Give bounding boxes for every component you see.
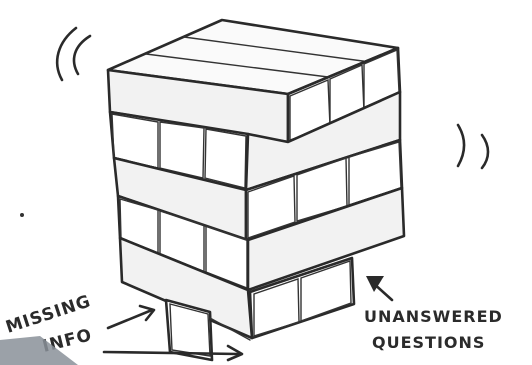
unanswered-questions-label-line1: UNANSWERED [364,307,503,326]
unanswered-questions-label-line2: QUESTIONS [372,333,485,352]
motion-marks-icon [57,28,90,80]
motion-marks-icon [458,125,488,168]
arrow-icon [108,306,154,328]
arrow-icon [366,276,392,300]
ink-dot [20,213,24,217]
